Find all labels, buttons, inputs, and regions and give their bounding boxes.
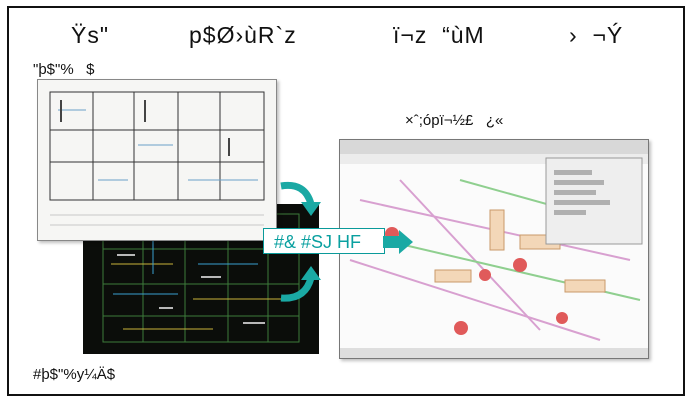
3d-model-screenshot: [339, 139, 649, 359]
floor-plan-drawing: [37, 79, 277, 241]
right-arrow-icon: [383, 230, 413, 254]
header-col-4: › ¬Ý: [569, 22, 624, 48]
3d-model-svg: [340, 140, 648, 358]
conversion-badge: #& #SJ HF: [263, 228, 385, 254]
curved-arrow-down-icon: [280, 181, 321, 216]
curved-arrow-up-icon: [280, 266, 321, 302]
floor-plan-svg: [49, 91, 265, 226]
right-label: ×ˆ;ópï¬½£ ¿«: [405, 112, 504, 129]
header-col-3: ï¬z “ùM: [393, 22, 485, 48]
header-col-1: Ÿs": [71, 22, 110, 48]
slide-frame: Ÿs" p$Ø›ùR`z ï¬z “ùM › ¬Ý "þ$"% $ ×ˆ;ópï…: [7, 6, 685, 396]
bottom-left-label: #þ$"%y¼Ä$: [33, 366, 116, 383]
top-left-label: "þ$"% $: [33, 61, 95, 78]
conversion-badge-text: #& #SJ HF: [274, 232, 362, 252]
header-col-2: p$Ø›ùR`z: [189, 22, 297, 48]
